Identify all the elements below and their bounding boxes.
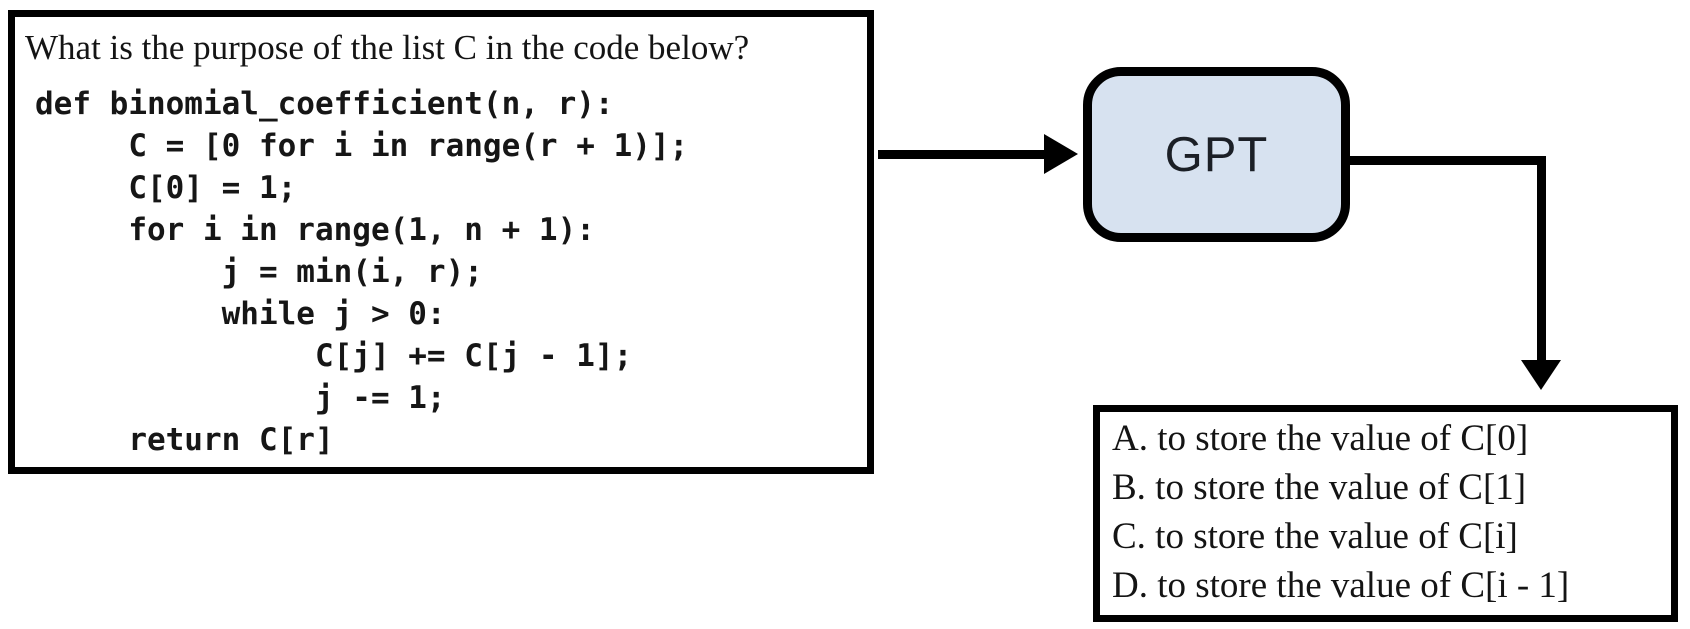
answers-box: A. to store the value of C[0] B. to stor…	[1093, 405, 1678, 622]
answer-option-d: D. to store the value of C[i - 1]	[1112, 565, 1570, 606]
question-text: What is the purpose of the list C in the…	[25, 28, 750, 67]
code-line-9: return C[r]	[35, 421, 334, 458]
gpt-box: GPT	[1083, 67, 1350, 242]
code-line-2: C = [0 for i in range(r + 1)];	[35, 127, 689, 164]
gpt-label: GPT	[1164, 127, 1269, 182]
code-block: def binomial_coefficient(n, r): C = [0 f…	[35, 83, 867, 461]
answer-option-b: B. to store the value of C[1]	[1112, 467, 1527, 508]
arrow-question-to-gpt-shaft	[878, 150, 1046, 159]
answer-option-c: C. to store the value of C[i]	[1112, 516, 1518, 557]
code-line-7: C[j] += C[j - 1];	[35, 337, 633, 374]
code-line-5: j = min(i, r);	[35, 253, 483, 290]
code-line-3: C[0] = 1;	[35, 169, 297, 206]
arrow-gpt-to-answers-vertical-shaft	[1537, 156, 1546, 362]
code-line-4: for i in range(1, n + 1):	[35, 211, 595, 248]
arrow-right-head-icon	[1044, 134, 1078, 174]
arrow-down-head-icon	[1521, 360, 1561, 390]
code-line-6: while j > 0:	[35, 295, 446, 332]
code-line-8: j -= 1;	[35, 379, 446, 416]
question-box: What is the purpose of the list C in the…	[8, 10, 874, 474]
arrow-gpt-to-answers-horizontal-shaft	[1350, 156, 1546, 165]
answer-option-a: A. to store the value of C[0]	[1112, 418, 1529, 459]
code-line-1: def binomial_coefficient(n, r):	[35, 85, 614, 122]
